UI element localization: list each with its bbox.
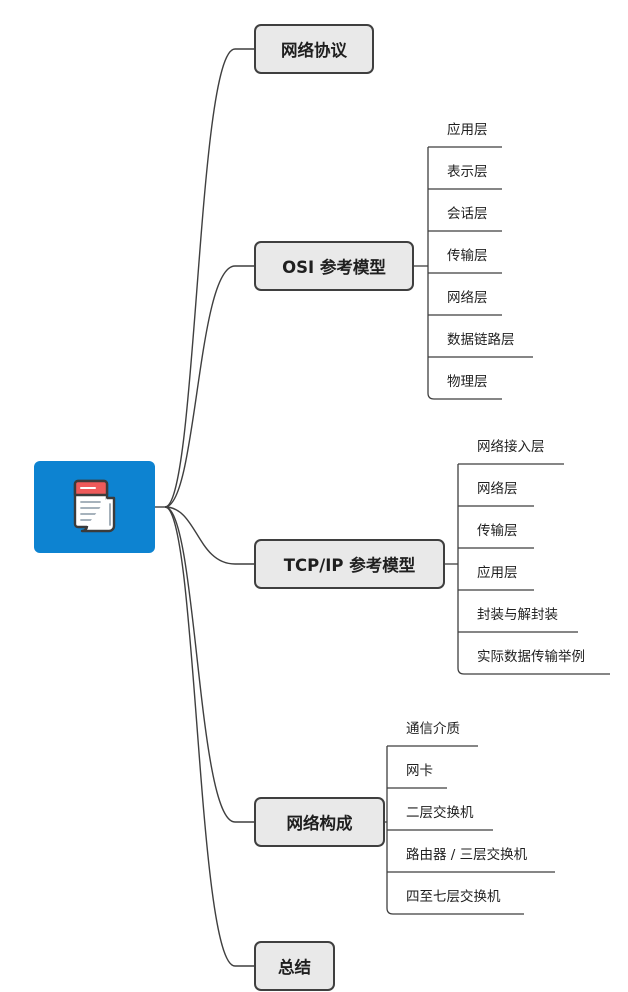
composition-item[interactable]: 网卡 bbox=[406, 763, 433, 779]
tcpip-item[interactable]: 封装与解封装 bbox=[477, 607, 558, 623]
composition-item[interactable]: 通信介质 bbox=[406, 721, 460, 737]
tcpip-item[interactable]: 网络层 bbox=[477, 481, 518, 497]
children-spine bbox=[427, 147, 435, 400]
root-node[interactable] bbox=[34, 461, 155, 553]
osi-item[interactable]: 数据链路层 bbox=[447, 332, 515, 348]
branch-connector bbox=[164, 506, 254, 565]
osi-item[interactable]: 表示层 bbox=[447, 164, 488, 180]
branch-connector bbox=[164, 265, 254, 508]
notebook-icon bbox=[73, 479, 115, 533]
children-spine bbox=[386, 746, 394, 915]
branch-osi-model[interactable]: OSI 参考模型 bbox=[254, 241, 414, 291]
composition-item[interactable]: 二层交换机 bbox=[406, 805, 474, 821]
branch-tcpip-model[interactable]: TCP/IP 参考模型 bbox=[254, 539, 445, 589]
osi-item[interactable]: 会话层 bbox=[447, 206, 488, 222]
composition-item[interactable]: 四至七层交换机 bbox=[406, 889, 501, 905]
children-spine bbox=[457, 464, 465, 675]
branch-connector bbox=[164, 506, 254, 967]
branch-connector bbox=[164, 506, 254, 823]
osi-item[interactable]: 应用层 bbox=[447, 122, 488, 138]
osi-item[interactable]: 网络层 bbox=[447, 290, 488, 306]
osi-item[interactable]: 物理层 bbox=[447, 374, 488, 390]
branch-connector bbox=[164, 48, 254, 508]
composition-item[interactable]: 路由器 / 三层交换机 bbox=[406, 847, 528, 863]
tcpip-item[interactable]: 网络接入层 bbox=[477, 439, 545, 455]
branch-network-composition[interactable]: 网络构成 bbox=[254, 797, 385, 847]
tcpip-item[interactable]: 应用层 bbox=[477, 565, 518, 581]
osi-item[interactable]: 传输层 bbox=[447, 248, 488, 264]
branch-summary[interactable]: 总结 bbox=[254, 941, 335, 991]
tcpip-item[interactable]: 传输层 bbox=[477, 523, 518, 539]
branch-network-protocol[interactable]: 网络协议 bbox=[254, 24, 374, 74]
tcpip-item[interactable]: 实际数据传输举例 bbox=[477, 649, 585, 665]
